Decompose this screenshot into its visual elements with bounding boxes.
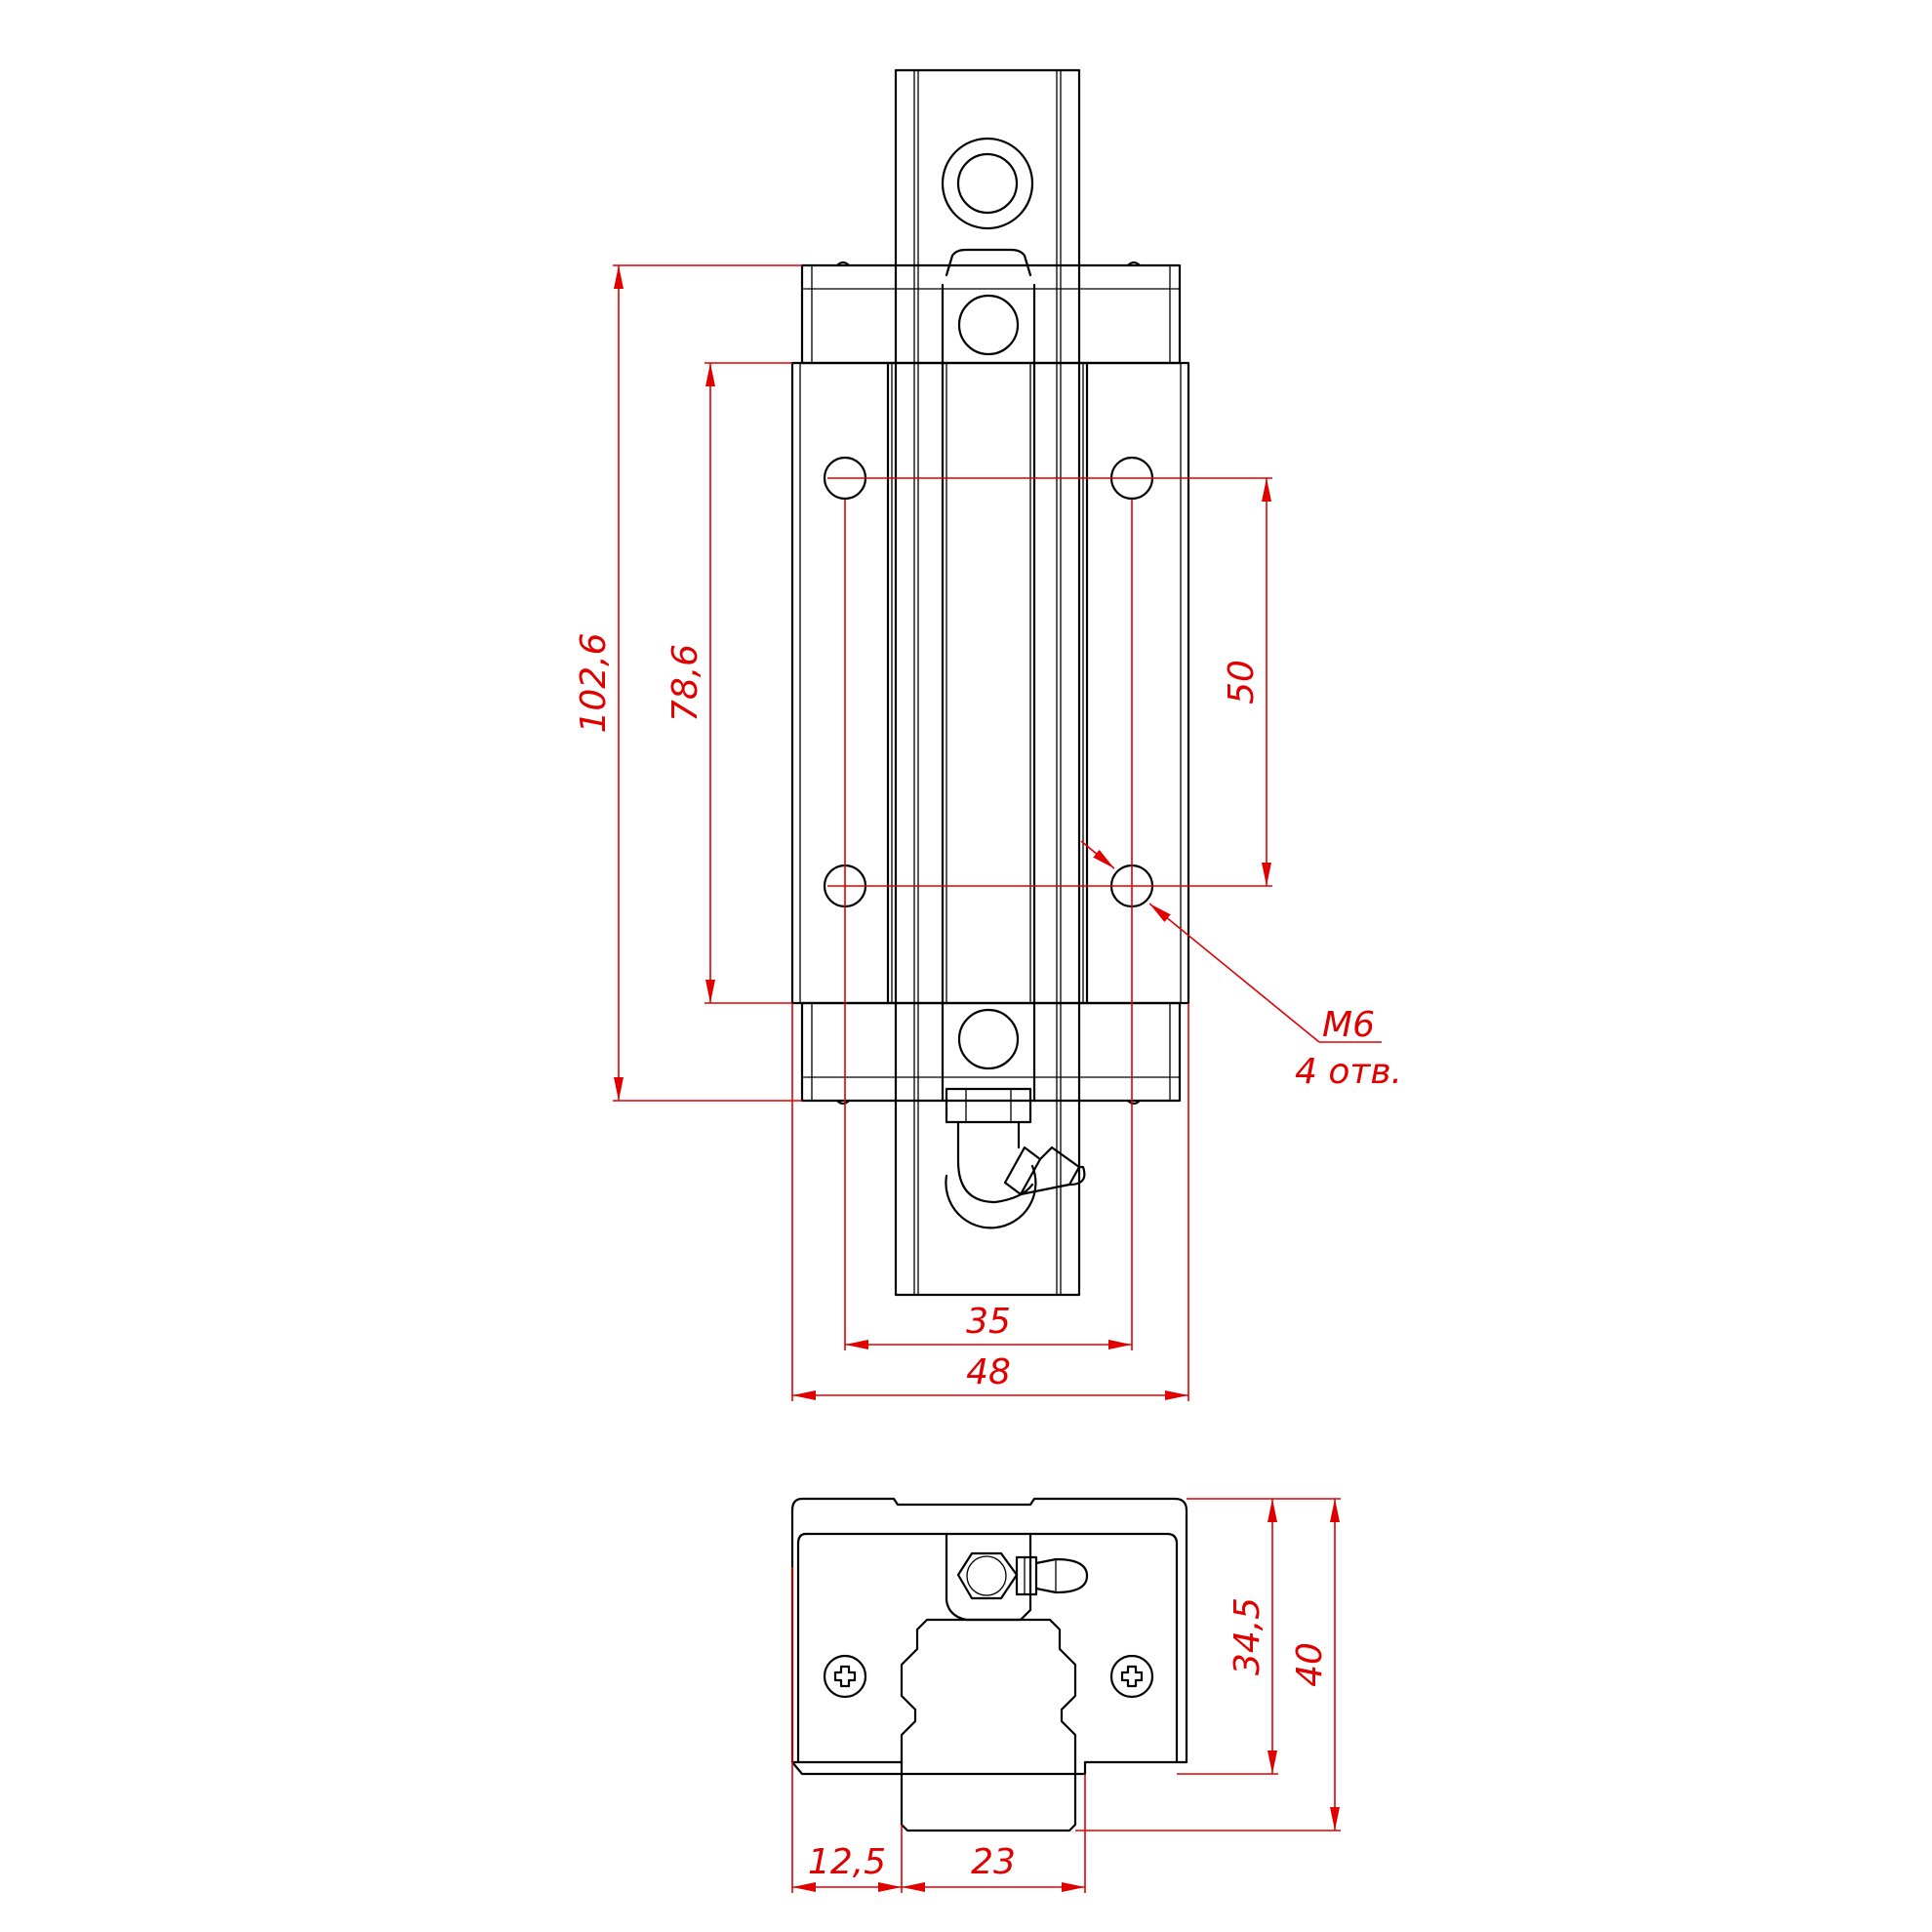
callout-thread: M6 [1322, 1005, 1375, 1045]
front-view [790, 1497, 1188, 1832]
dim-width-total: 48 [966, 1352, 1011, 1392]
dim-rail-width: 23 [971, 1842, 1016, 1882]
rail-outline [894, 68, 1081, 1297]
dim-offset-side: 12,5 [808, 1842, 886, 1882]
end-cap-hole-bottom [957, 1008, 1020, 1070]
side-screw-right [1109, 1654, 1154, 1699]
top-view-dimensions: 102,6 78,6 50 35 48 M6 4 отв. [574, 264, 1402, 1401]
rail-hole-counterbore [941, 137, 1034, 230]
rail-hole-lower [945, 1164, 1037, 1229]
end-cap-hole-top [957, 294, 1020, 356]
carriage-body [790, 361, 1190, 1005]
dim-length-body: 78,6 [665, 644, 705, 722]
callout-count: 4 отв. [1295, 1052, 1402, 1092]
rail-profile [900, 1618, 1077, 1832]
front-view-dimensions: 34,5 40 12,5 23 [791, 1498, 1341, 1893]
side-screw-left [823, 1654, 867, 1699]
grease-nipple-elbow [956, 1120, 1034, 1204]
callout-leader [1148, 903, 1320, 1043]
dim-hole-pitch-cross: 35 [966, 1302, 1011, 1342]
grease-nipple-hex [945, 1087, 1032, 1124]
dim-hole-pitch-long: 50 [1222, 660, 1262, 704]
dim-length-total: 102,6 [574, 632, 614, 733]
dim-height-total: 40 [1290, 1642, 1330, 1687]
carriage-profile [790, 1497, 1188, 1776]
rail-hole [956, 152, 1019, 215]
end-cap-top [800, 263, 1182, 365]
dim-height-rail-top: 34,5 [1228, 1597, 1268, 1675]
end-cap-bottom [800, 1001, 1182, 1103]
wiper-bump [945, 248, 1032, 277]
top-view [790, 68, 1190, 1297]
grease-nipple-tip [1003, 1146, 1086, 1196]
grease-nipple-front [956, 1551, 1089, 1600]
